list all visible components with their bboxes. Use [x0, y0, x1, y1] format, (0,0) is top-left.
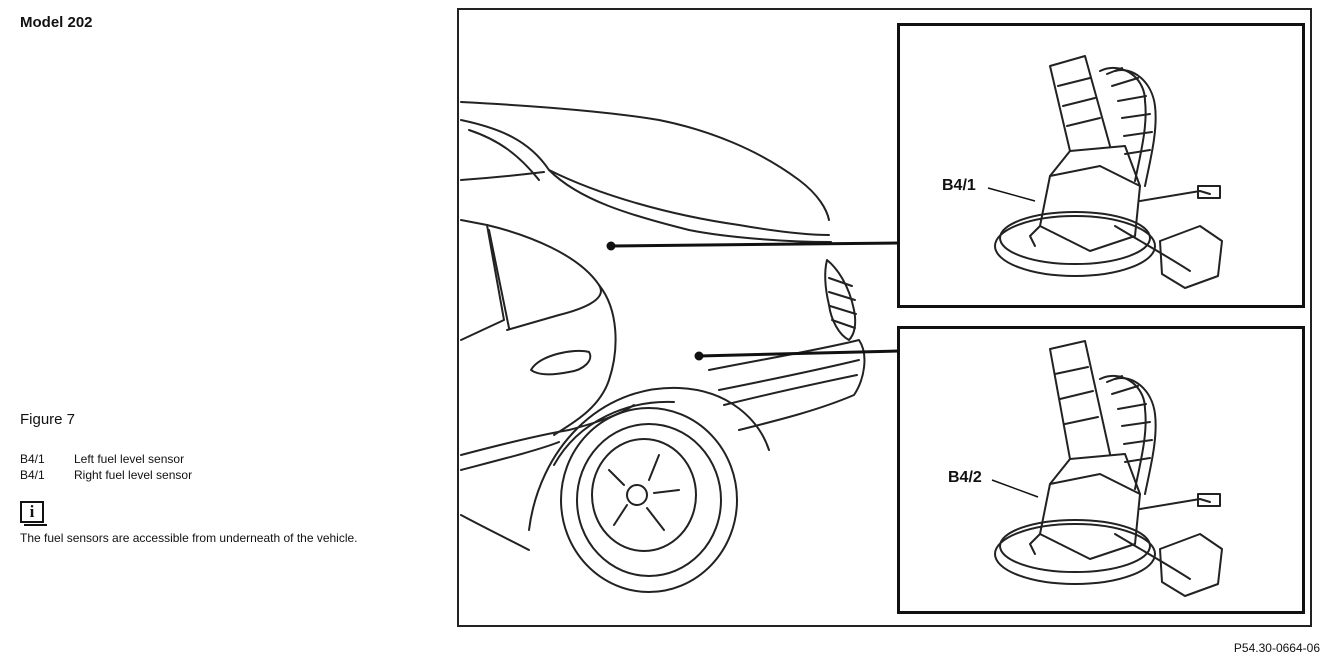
bumper-line [718, 359, 860, 391]
body-side-line [460, 404, 635, 456]
sensor-connector [1197, 493, 1221, 507]
body-side-line-2 [460, 441, 560, 471]
sensor-drawing-right [994, 340, 1223, 597]
rim [591, 438, 697, 552]
roof-line [460, 101, 830, 221]
bumper-line-2 [723, 374, 858, 406]
lower-body [460, 514, 530, 551]
legend-description: Right fuel level sensor [74, 468, 193, 482]
hub [626, 484, 648, 506]
rear-window-upper [460, 119, 832, 243]
legend-code: B4/1 [20, 468, 45, 482]
sensor-float [1159, 225, 1223, 289]
sensor-float-arm [1114, 225, 1191, 272]
sensor-float [1159, 533, 1223, 597]
rear-bumper [708, 339, 866, 431]
callout-right-sensor: B4/2 [948, 469, 982, 486]
callout-leader-right-sensor [991, 479, 1039, 498]
sensor-drawing-left [994, 55, 1223, 289]
vehicle-drawing [460, 101, 900, 593]
quarter-panel [553, 284, 617, 436]
tire-outer [560, 407, 738, 593]
legend-item: B4/1 Left fuel level sensor [20, 451, 192, 467]
sensor-float-arm [1114, 533, 1191, 580]
leader-line-left-sensor [610, 241, 900, 248]
legend-item: B4/1 Right fuel level sensor [20, 467, 192, 483]
trunk-lid [548, 169, 830, 236]
side-window-frame [486, 224, 602, 331]
legend: B4/1 Left fuel level sensor B4/1 Right f… [20, 451, 192, 483]
wheel-arch-inner [553, 400, 675, 466]
inset-left-sensor: B4/1 [897, 23, 1305, 308]
document-reference: P54.30-0664-06 [1233, 641, 1320, 655]
callout-leader-left-sensor [987, 187, 1036, 202]
inset-right-sensor: B4/2 [897, 326, 1305, 614]
sensor-base [994, 215, 1156, 277]
figure-label: Figure 7 [20, 411, 76, 428]
legend-code: B4/1 [20, 452, 45, 466]
door-handle [530, 349, 592, 376]
sensor-cable [1139, 190, 1211, 202]
sensor-connector [1197, 185, 1221, 199]
taillight-lines [828, 277, 857, 329]
c-pillar [488, 229, 510, 329]
side-window [460, 219, 505, 341]
callout-left-sensor: B4/1 [942, 177, 976, 194]
rear-window-inner [468, 129, 540, 181]
sensor-tube [1049, 55, 1111, 152]
info-note: The fuel sensors are accessible from und… [20, 531, 358, 545]
taillight [824, 259, 857, 341]
rim-spokes [608, 454, 680, 531]
info-icon: i [20, 501, 47, 526]
tire-inner [576, 423, 722, 577]
model-title: Model 202 [20, 14, 93, 31]
sensor-tube [1049, 340, 1111, 460]
pillar-line [460, 171, 545, 181]
legend-description: Left fuel level sensor [74, 452, 185, 466]
sensor-base [994, 523, 1156, 585]
leader-line-right-sensor [698, 349, 900, 358]
leader-dot-right-sensor [694, 351, 704, 361]
sensor-cable [1139, 498, 1211, 510]
wheel-arch [528, 386, 770, 531]
illustration-frame: B4/1 B4/2 [457, 8, 1312, 627]
leader-dot-left-sensor [606, 241, 616, 251]
